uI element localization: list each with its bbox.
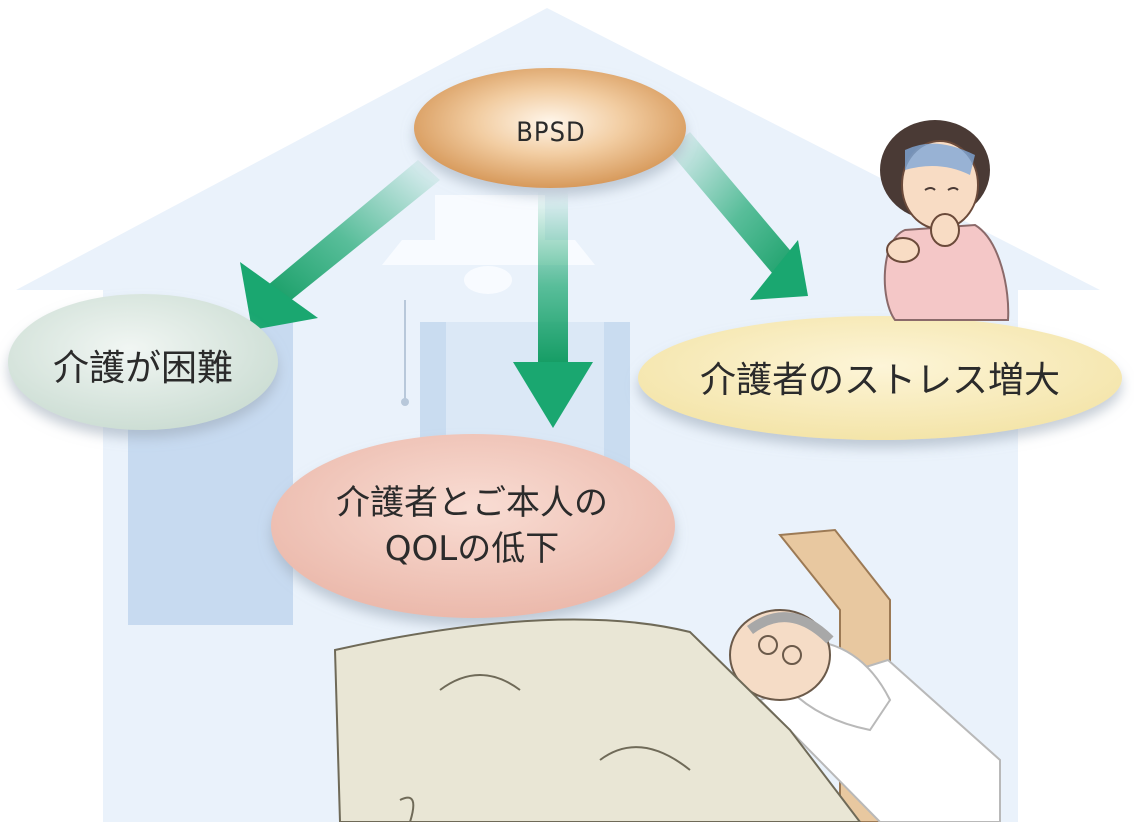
elderly-person-in-bed-figure <box>333 528 1001 822</box>
bpsd-label: BPSD <box>516 116 586 148</box>
bubble-left <box>8 294 278 430</box>
qol-decline-label-line2: QOLの低下 <box>384 529 560 569</box>
qol-decline-label-line1: 介護者とご本人の <box>336 483 608 524</box>
stressed-caregiver-figure <box>880 120 1010 321</box>
arrow-middle <box>513 190 593 428</box>
bubble-center <box>414 68 686 188</box>
arrow-right <box>668 132 808 300</box>
caregiver-stress-label: 介護者のストレス増大 <box>699 360 1060 401</box>
bubble-bottom <box>271 434 675 618</box>
arrow-left <box>240 160 440 330</box>
caregiving-difficulty-label: 介護が困難 <box>52 348 233 389</box>
qol-decline-label: 介護者とご本人の QOLの低下 <box>272 452 672 602</box>
bubble-right <box>638 316 1122 440</box>
